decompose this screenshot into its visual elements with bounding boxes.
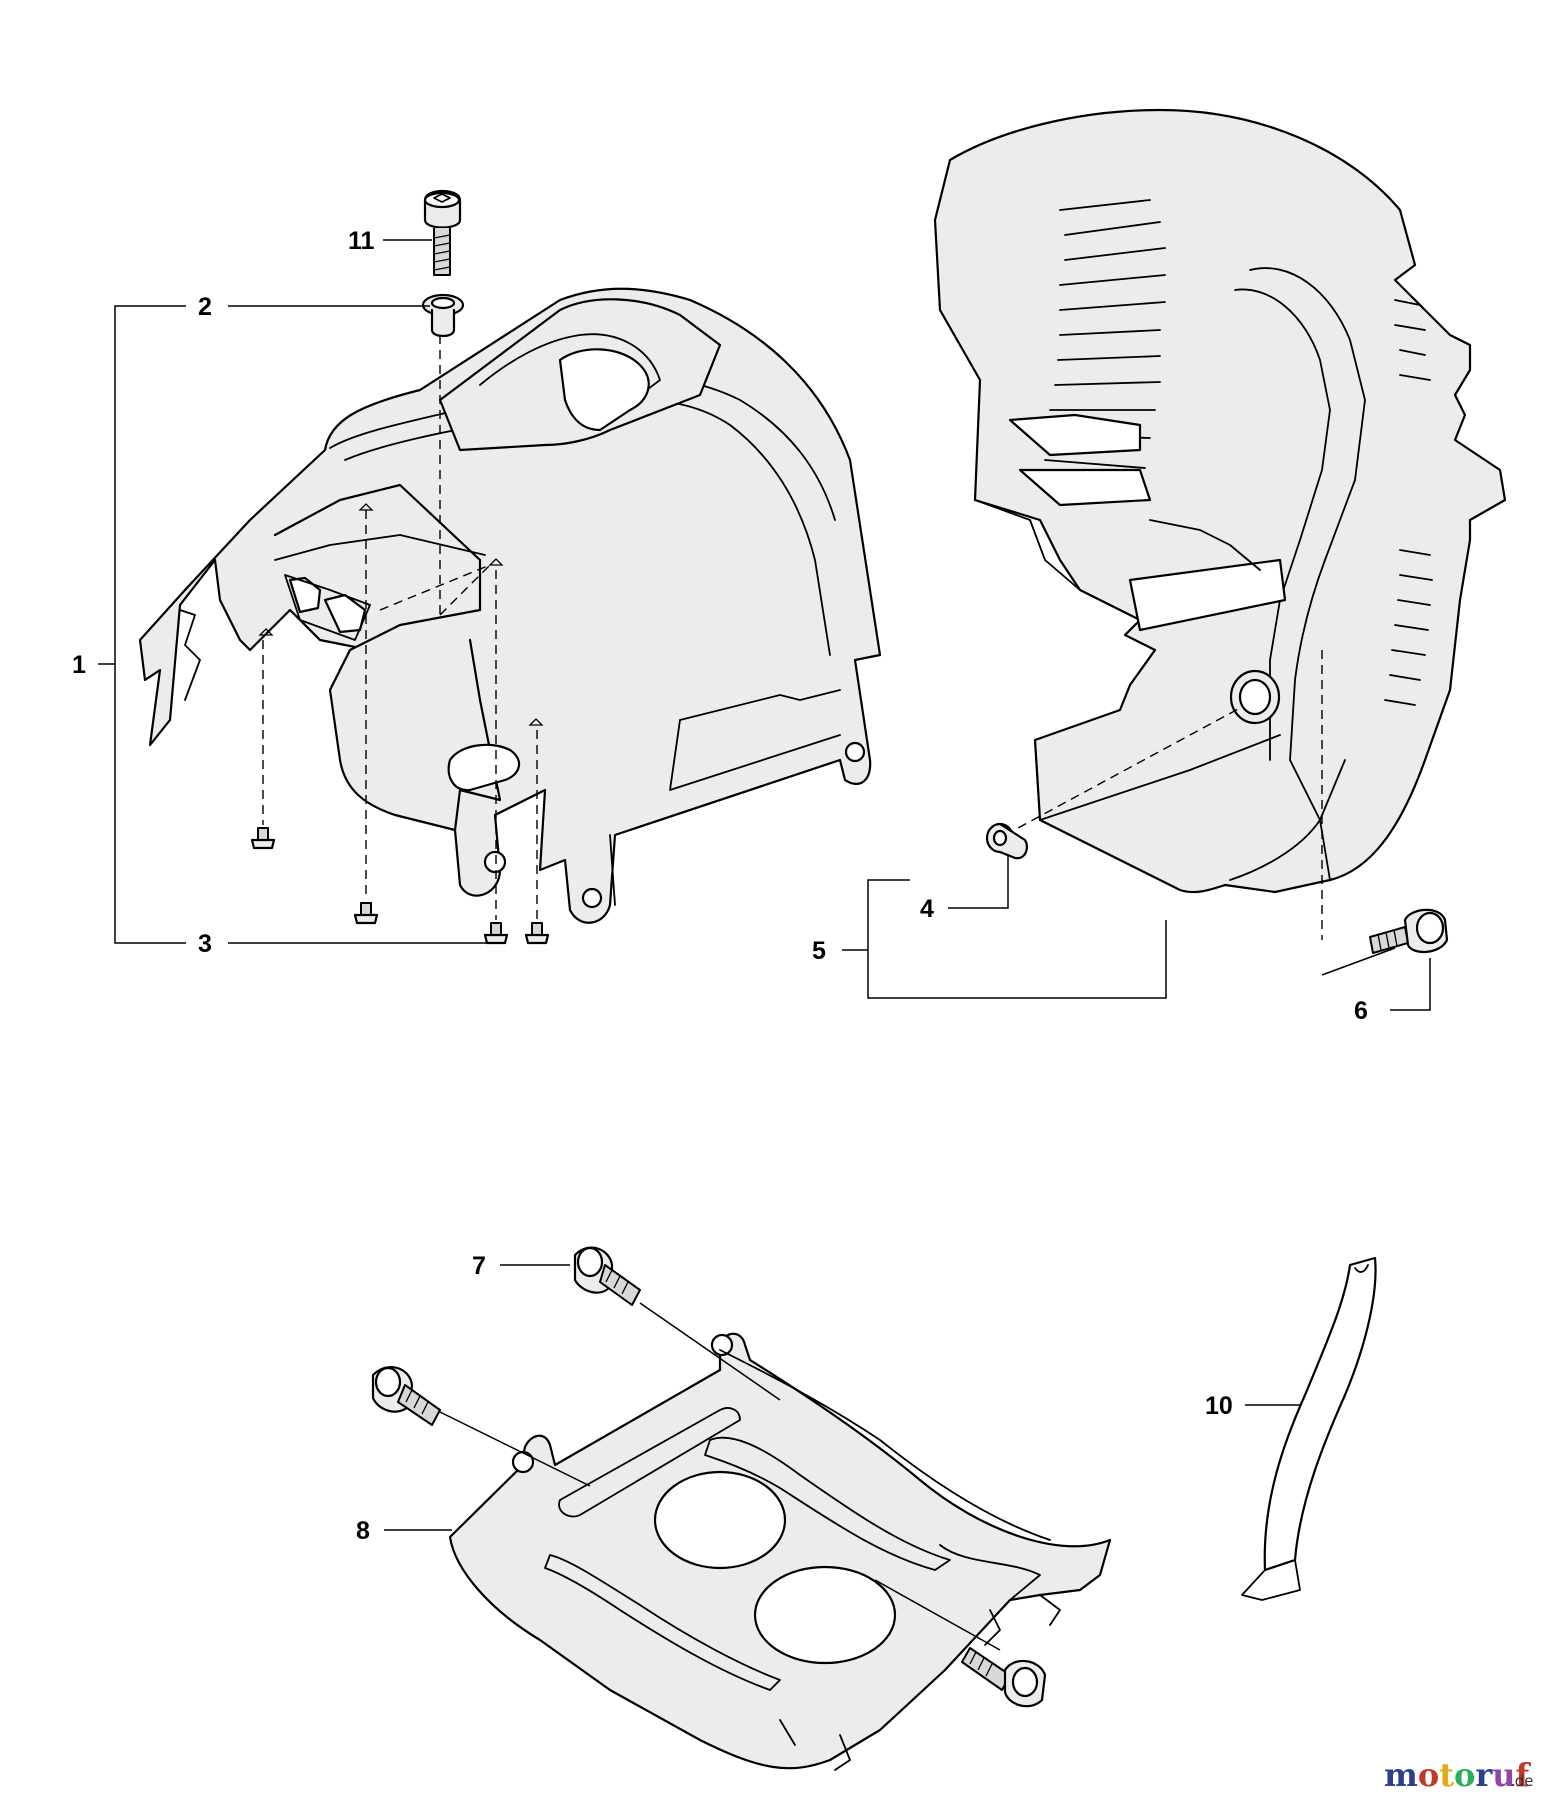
wm-letter: u [1492,1756,1515,1794]
wm-letter: r [1475,1756,1493,1794]
callout-leaders [98,239,1431,1531]
screw-icon [353,902,379,925]
screw-icon [573,1246,641,1306]
strap-part-10 [1241,1256,1377,1601]
watermark-suffix: .de [1510,1772,1534,1790]
wm-letter: t [1439,1756,1454,1794]
screw-icon [524,922,550,945]
bolt-part-6 [1321,650,1449,954]
screw-icon [371,1365,441,1426]
bushing-part-4 [985,707,1241,860]
wm-letter: m [1384,1756,1418,1794]
screw-icon [483,922,509,945]
wm-letter: f [1515,1756,1531,1794]
callout-11: 11 [348,227,375,255]
screw-icon [250,827,276,850]
callout-2: 2 [198,293,212,321]
callout-7: 7 [472,1252,486,1280]
callout-10: 10 [1205,1392,1233,1420]
wm-letter: o [1454,1756,1475,1794]
callout-3: 3 [198,930,212,958]
screw-set-part-3 [250,320,550,945]
washer-part-2 [421,293,465,338]
wm-letter: o [1418,1756,1439,1794]
fan-housing [933,108,1507,894]
callout-labels: 11 2 1 3 4 5 6 7 8 10 [72,227,1368,1545]
callout-4: 4 [920,895,934,923]
callout-1: 1 [72,651,86,679]
watermark-logo: motoruf .de [1384,1756,1534,1794]
callout-5: 5 [812,937,826,965]
screw-icon [961,1647,1047,1708]
cylinder-cover [138,287,882,924]
callout-6: 6 [1354,997,1368,1025]
guard-plate [448,1332,1112,1771]
callout-8: 8 [356,1517,370,1545]
svg-text:motoruf: motoruf [1384,1756,1531,1794]
bolt-part-11 [423,189,462,276]
screw-set-part-7 [371,1246,1047,1708]
